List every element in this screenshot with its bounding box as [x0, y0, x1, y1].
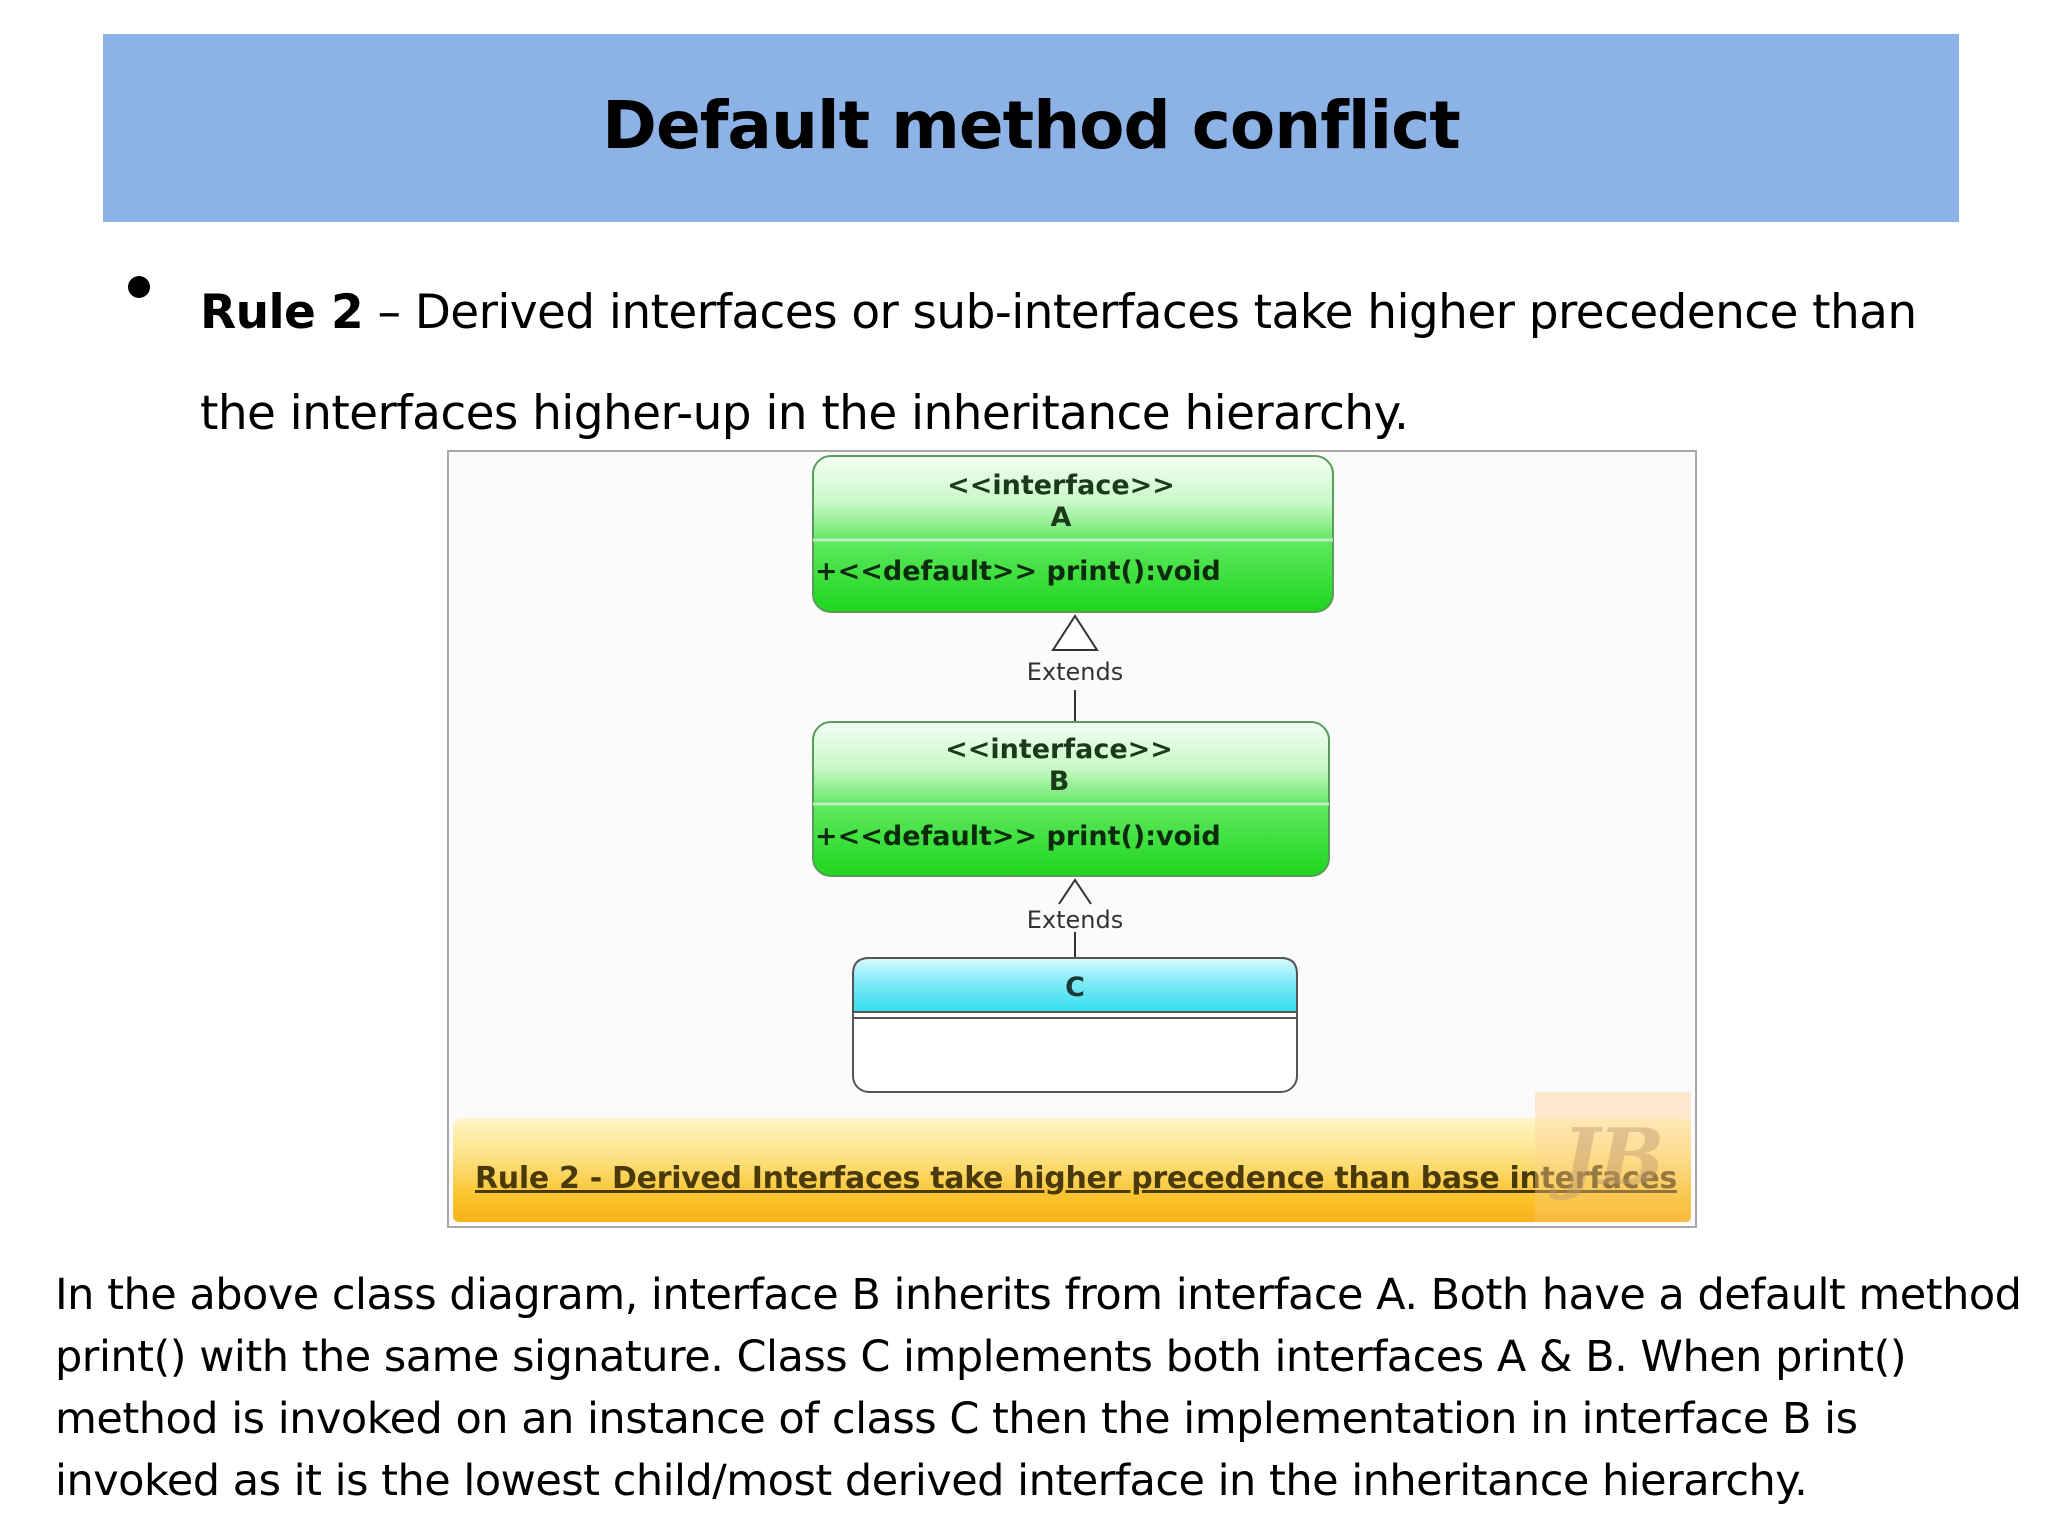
interface-a-stereotype: <<interface>> [947, 470, 1175, 501]
diagram-caption: Rule 2 - Derived Interfaces take higher … [475, 1161, 1677, 1196]
description-paragraph: In the above class diagram, interface B … [55, 1270, 2022, 1506]
title-banner: Default method conflict [103, 34, 1959, 222]
class-diagram: <<interface>> A +<<default>> print():voi… [447, 450, 1697, 1228]
bullet-point [128, 276, 150, 298]
interface-b-name: B [1049, 766, 1070, 797]
watermark-logo: JB [1535, 1092, 1691, 1222]
extends-label-ab: Extends [1027, 658, 1124, 686]
interface-a-method: +<<default>> print():void [815, 556, 1221, 587]
extends-arrow-ab: Extends [1027, 614, 1124, 722]
interface-b-method: +<<default>> print():void [815, 821, 1221, 852]
interface-a-name: A [1051, 502, 1072, 533]
interface-a-box: <<interface>> A +<<default>> print():voi… [812, 455, 1334, 613]
extends-label-bc: Extends [1027, 906, 1124, 934]
rule-text: – Derived interfaces or sub-interfaces t… [200, 285, 1917, 441]
extends-arrow-bc: Extends [1027, 878, 1124, 958]
uml-diagram-svg: <<interface>> A +<<default>> print():voi… [812, 455, 1334, 1093]
class-c-name: C [1065, 972, 1085, 1003]
interface-b-box: <<interface>> B +<<default>> print():voi… [812, 721, 1330, 877]
page-title: Default method conflict [602, 86, 1461, 164]
interface-b-stereotype: <<interface>> [945, 734, 1173, 765]
rule-paragraph: Rule 2 – Derived interfaces or sub-inter… [200, 262, 1960, 464]
class-c-box: C [852, 957, 1298, 1093]
rule-lead: Rule 2 [200, 285, 364, 340]
diagram-caption-bar: Rule 2 - Derived Interfaces take higher … [453, 1118, 1691, 1222]
